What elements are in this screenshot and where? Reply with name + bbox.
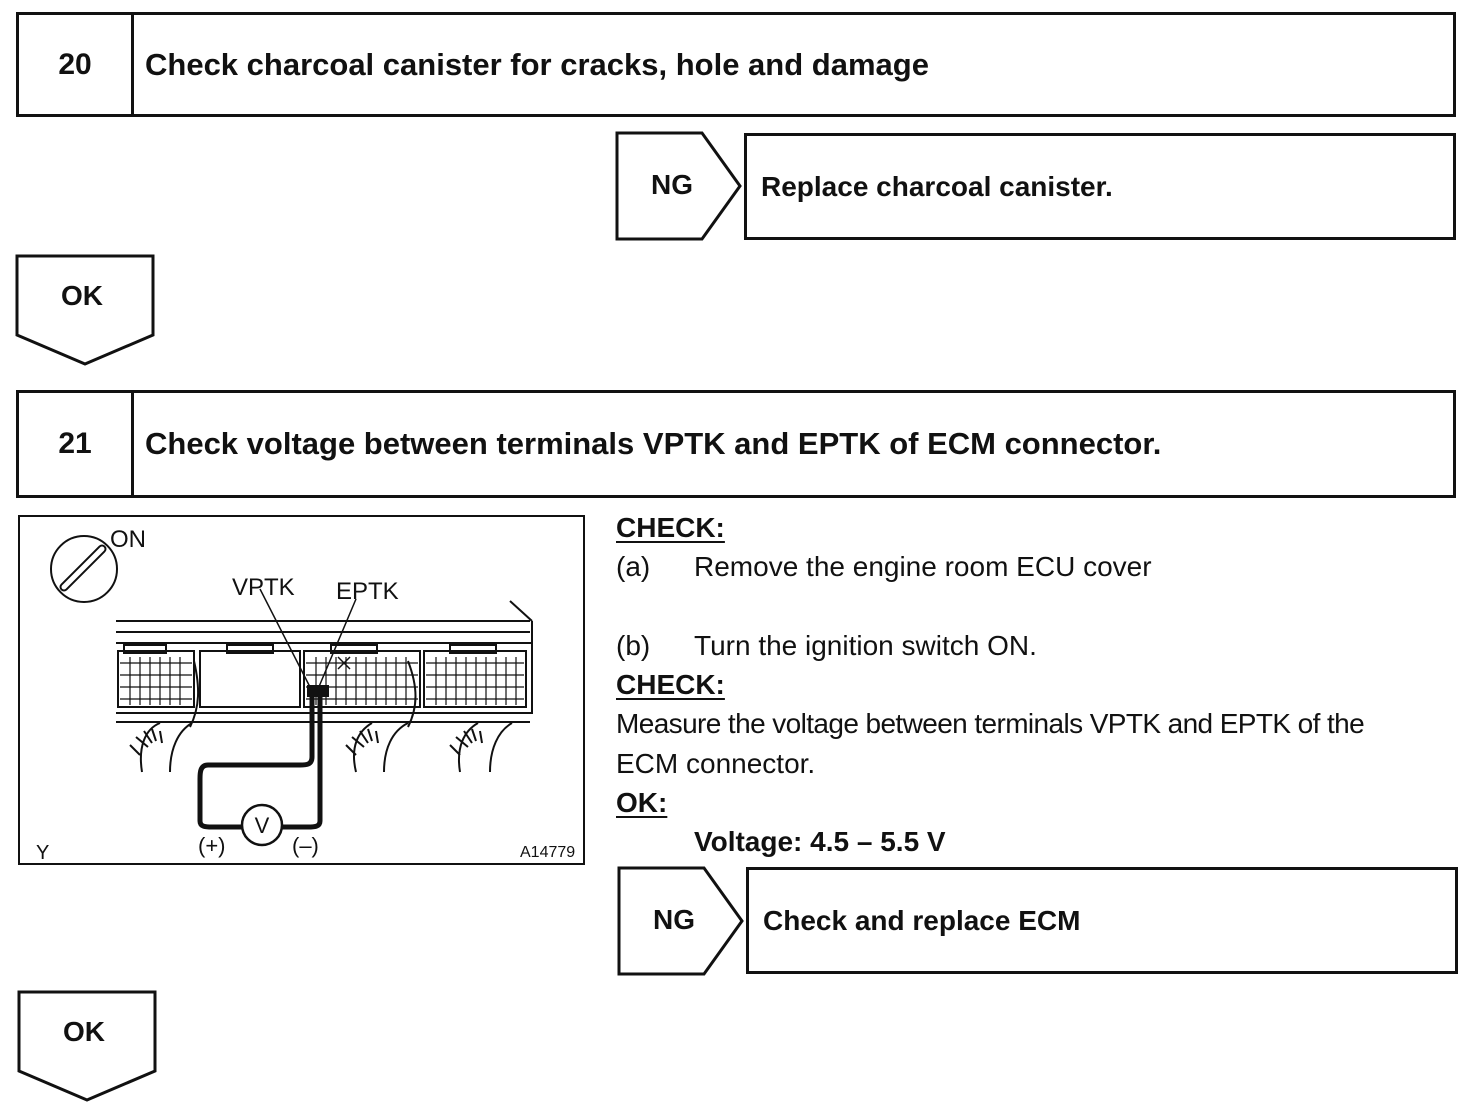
ng-label: NG <box>651 169 693 200</box>
measure-line-2: ECM connector. <box>616 748 816 779</box>
terminal-eptk-label: EPTK <box>336 578 399 605</box>
ecm-connector-figure: ON VPTK EPTK V (+) (–) Y A14779 <box>18 515 585 865</box>
step-a-marker: (a) <box>616 551 651 582</box>
figure-corner-letter: Y <box>36 842 49 863</box>
ng-label: NG <box>653 904 695 935</box>
step-21-header: 21 Check voltage between terminals VPTK … <box>16 390 1456 498</box>
voltage-spec: Voltage: 4.5 – 5.5 V <box>694 826 946 857</box>
step-a-text: Remove the engine room ECU cover <box>694 551 1152 582</box>
ng-arrow-shape <box>615 131 742 241</box>
minus-label: (–) <box>292 833 319 858</box>
step-title: Check charcoal canister for cracks, hole… <box>145 46 929 82</box>
wire-harness <box>129 660 513 773</box>
ng-action-box: Check and replace ECM <box>746 867 1458 974</box>
voltmeter-circuit <box>197 693 323 830</box>
figure-code: A14779 <box>520 844 575 861</box>
step-20-header: 20 Check charcoal canister for cracks, h… <box>16 12 1456 117</box>
step-b-marker: (b) <box>616 630 651 661</box>
connector-illustration: ON VPTK EPTK V (+) (–) Y A14779 <box>36 526 575 863</box>
ok-label: OK <box>61 280 103 311</box>
voltmeter-icon <box>240 803 284 847</box>
check-heading-1: CHECK: <box>616 512 725 543</box>
step-number: 20 <box>19 15 134 114</box>
ng-action-box: Replace charcoal canister. <box>744 133 1456 240</box>
ignition-switch-icon <box>50 535 118 603</box>
measure-line-1: Measure the voltage between terminals VP… <box>616 708 1365 739</box>
voltmeter-label: V <box>255 813 270 838</box>
terminal-vptk-label: VPTK <box>232 574 295 601</box>
ok-arrow-shape <box>15 254 155 366</box>
ng-arrow-shape <box>617 866 744 976</box>
check-heading-2: CHECK: <box>616 669 725 700</box>
step-b-text: Turn the ignition switch ON. <box>694 630 1037 661</box>
plus-label: (+) <box>198 833 226 858</box>
ok-arrow-shape <box>17 990 157 1102</box>
step-number: 21 <box>19 393 134 495</box>
switch-on-label: ON <box>110 526 146 553</box>
step-title: Check voltage between terminals VPTK and… <box>145 426 1162 461</box>
ecm-housing <box>116 600 533 723</box>
ok-heading: OK: <box>616 787 668 818</box>
ok-label: OK <box>63 1016 105 1047</box>
terminal-grid <box>120 657 524 705</box>
